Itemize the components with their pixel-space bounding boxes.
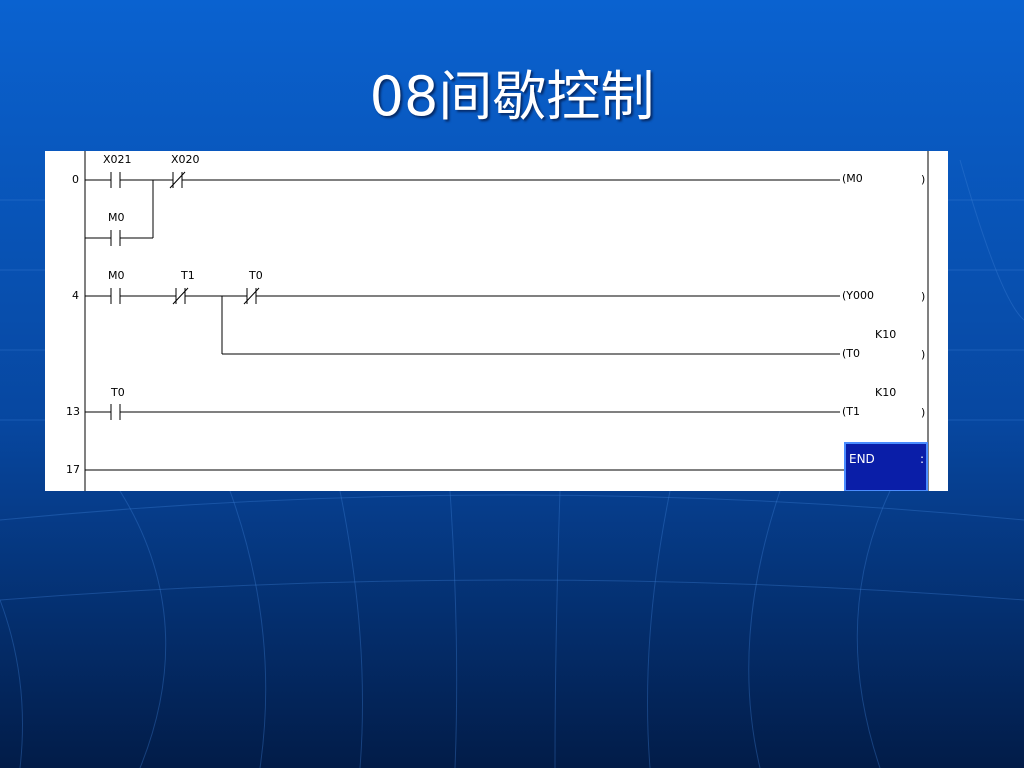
step-number: 17 — [66, 463, 80, 476]
slide-title: 08间歇控制 — [369, 65, 655, 128]
coil-t0: (T0 — [842, 347, 860, 360]
end-instruction-label: END — [849, 452, 875, 466]
contact-label-m0: M0 — [108, 269, 125, 282]
contact-label-x021: X021 — [103, 153, 132, 166]
rung-4 — [85, 287, 840, 355]
end-bracket-right: : — [919, 452, 924, 466]
step-number: 13 — [66, 405, 80, 418]
coil-close-bracket: ) — [921, 173, 925, 186]
end-instruction-cursor[interactable]: END : — [844, 442, 928, 491]
rung-0 — [85, 171, 840, 246]
contact-label-t0: T0 — [248, 269, 263, 282]
contact-label-m0: M0 — [108, 211, 125, 224]
contact-label-x020: X020 — [171, 153, 200, 166]
ladder-diagram-panel: 0 4 13 17 X021 X020 M0 (M0 ) — [45, 151, 948, 491]
ladder-diagram: 0 4 13 17 X021 X020 M0 (M0 ) — [66, 151, 929, 491]
coil-y000: (Y000 — [842, 289, 874, 302]
step-number: 0 — [72, 173, 79, 186]
coil-close-bracket: ) — [921, 348, 925, 361]
coil-close-bracket: ) — [921, 406, 925, 419]
step-number: 4 — [72, 289, 79, 302]
coil-t1: (T1 — [842, 405, 860, 418]
contact-label-t0: T0 — [110, 386, 125, 399]
timer-constant-t1: K10 — [875, 386, 896, 399]
contact-label-t1: T1 — [180, 269, 195, 282]
coil-m0: (M0 — [842, 172, 863, 185]
timer-constant-t0: K10 — [875, 328, 896, 341]
rung-13 — [85, 404, 840, 420]
coil-close-bracket: ) — [921, 290, 925, 303]
